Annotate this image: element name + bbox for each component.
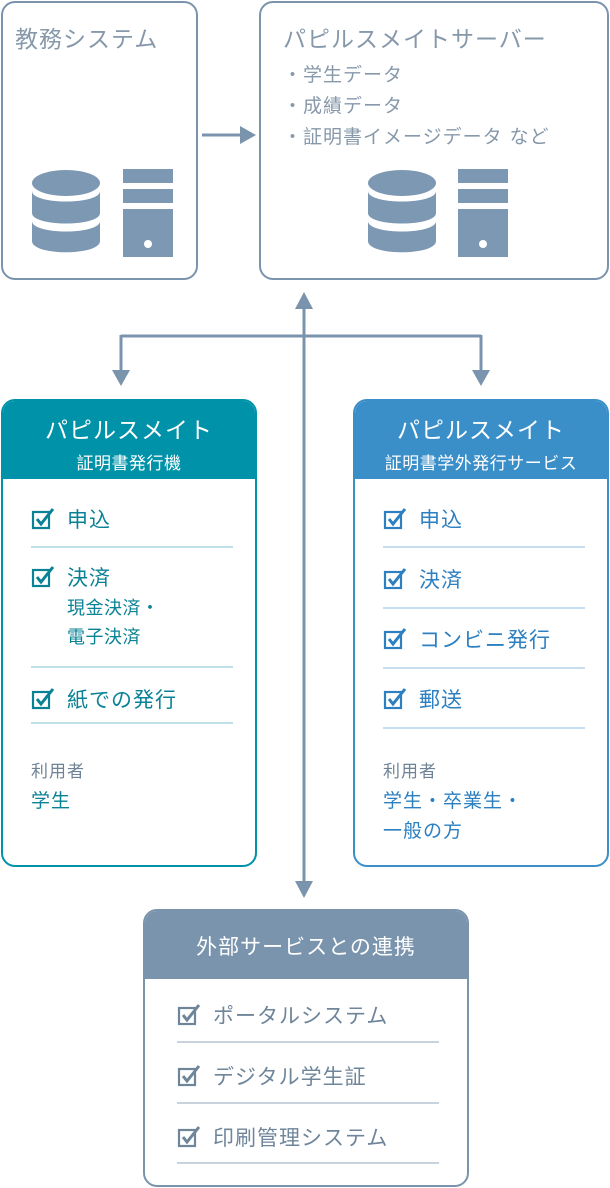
server-ext-two-way-arrow: [295, 292, 313, 898]
divider: [383, 607, 585, 609]
kiosk-feature-apply: 申込: [31, 504, 231, 534]
kiosk-feature-paper: 紙での発行: [31, 684, 231, 714]
feature-label: デジタル学生証: [213, 1065, 367, 1089]
kiosk-title: パピルスメイト: [45, 418, 213, 444]
divider: [383, 667, 585, 669]
checkbox-checked-icon: [383, 508, 407, 530]
ext-item-portal: ポータルシステム: [177, 1000, 437, 1030]
feature-label: 印刷管理システム: [213, 1126, 389, 1150]
feature-label: 郵送: [419, 688, 463, 712]
kiosk-feature-payment: 決済 現金決済・ 電子決済: [31, 562, 231, 652]
external-issuance-subtitle: 証明書学外発行サービス: [384, 454, 578, 474]
papyrus-server-box: パピルスメイトサーバー ・学生データ ・成績データ ・証明書イメージデータ など: [259, 1, 609, 280]
divider: [383, 546, 585, 548]
feature-sub-label: 電子決済: [67, 627, 141, 648]
divider: [177, 1041, 439, 1043]
feature-label: 紙での発行: [67, 688, 177, 712]
server-icon: [458, 169, 508, 257]
feature-label: 決済: [67, 566, 111, 590]
kiosk-card: パピルスメイト 証明書発行機 申込 決済 現金決済・ 電子決済: [1, 399, 257, 867]
external-issuance-title: パピルスメイト: [397, 418, 565, 444]
server-data-list: ・学生データ ・成績データ ・証明書イメージデータ など: [283, 60, 550, 153]
database-icon: [368, 170, 436, 253]
external-issuance-card: パピルスメイト 証明書学外発行サービス 申込 決済 コンビニ: [353, 399, 609, 867]
kyomu-title: 教務システム: [15, 27, 159, 53]
users-value: 学生: [31, 790, 72, 812]
out-feature-conbini: コンビニ発行: [383, 624, 583, 654]
checkbox-checked-icon: [31, 508, 55, 530]
server-icon: [123, 169, 173, 257]
checkbox-checked-icon: [383, 628, 407, 650]
feature-label: コンビニ発行: [419, 628, 551, 652]
checkbox-checked-icon: [177, 1065, 201, 1087]
checkbox-checked-icon: [383, 688, 407, 710]
divider: [31, 666, 233, 668]
external-services-title: 外部サービスとの連携: [196, 935, 416, 959]
feature-label: 申込: [419, 508, 463, 532]
ext-item-student-id: デジタル学生証: [177, 1061, 437, 1091]
external-issuance-card-header: パピルスメイト 証明書学外発行サービス: [355, 401, 607, 479]
kiosk-subtitle: 証明書発行機: [76, 454, 182, 474]
branch-arrows: [112, 334, 490, 386]
checkbox-checked-icon: [177, 1004, 201, 1026]
ext-item-print-mgmt: 印刷管理システム: [177, 1122, 437, 1152]
feature-label: ポータルシステム: [213, 1004, 389, 1028]
out-feature-payment: 決済: [383, 564, 583, 594]
out-feature-mail: 郵送: [383, 684, 583, 714]
checkbox-checked-icon: [177, 1126, 201, 1148]
server-data-item: ・成績データ: [283, 95, 404, 117]
checkbox-checked-icon: [31, 566, 55, 588]
feature-sub-label: 現金決済・: [67, 598, 160, 619]
server-title: パピルスメイトサーバー: [283, 27, 547, 53]
feature-label: 申込: [67, 508, 111, 532]
checkbox-checked-icon: [383, 568, 407, 590]
divider: [31, 546, 233, 548]
kiosk-card-header: パピルスメイト 証明書発行機: [3, 401, 255, 479]
users-value: 学生・卒業生・: [383, 790, 524, 812]
users-label: 利用者: [31, 762, 85, 782]
divider: [177, 1102, 439, 1104]
server-data-item: ・学生データ: [283, 64, 404, 86]
server-data-item: ・証明書イメージデータ など: [283, 126, 550, 148]
divider: [31, 722, 233, 724]
external-services-card-header: 外部サービスとの連携: [145, 911, 467, 979]
database-icon: [32, 170, 100, 253]
checkbox-checked-icon: [31, 688, 55, 710]
feature-label: 決済: [419, 568, 463, 592]
users-label: 利用者: [383, 762, 437, 782]
external-services-card: 外部サービスとの連携 ポータルシステム デジタル学生証 印刷管理シス: [143, 909, 469, 1187]
kyomu-to-server-arrow: [202, 126, 256, 144]
divider: [177, 1162, 439, 1164]
kyomu-system-box: 教務システム: [1, 1, 198, 280]
users-value: 一般の方: [383, 820, 464, 842]
out-feature-apply: 申込: [383, 504, 583, 534]
divider: [383, 727, 585, 729]
